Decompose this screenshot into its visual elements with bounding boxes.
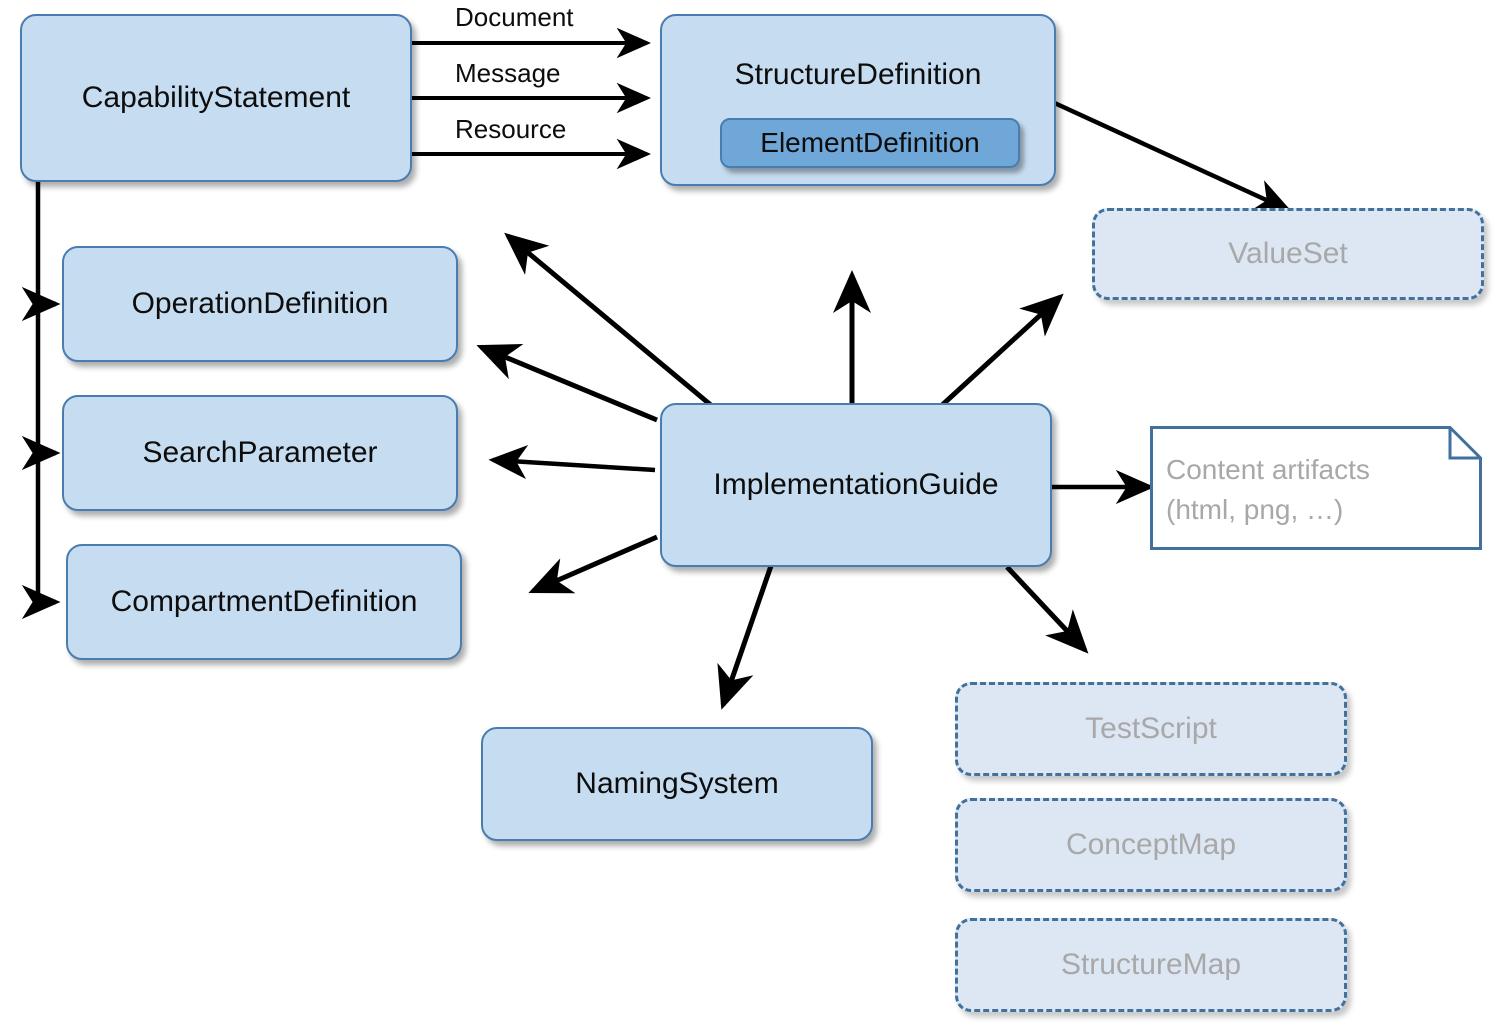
node-compartment-definition[interactable]: CompartmentDefinition (66, 544, 462, 660)
edge-label-document: Document (455, 2, 574, 32)
node-capability-statement[interactable]: CapabilityStatement (20, 14, 412, 182)
edge-ig-to-naming-system (717, 559, 776, 710)
node-element-definition[interactable]: ElementDefinition (720, 118, 1020, 168)
edge-ig-to-valueset (926, 293, 1064, 420)
edge-ig-to-search-parameter (488, 445, 656, 480)
node-implementation-guide[interactable]: ImplementationGuide (660, 403, 1052, 567)
note-shape-icon (1150, 426, 1482, 550)
node-structure-definition-label: StructureDefinition (734, 58, 982, 91)
node-naming-system[interactable]: NamingSystem (481, 727, 873, 841)
edge-ig-to-compartment-definition (528, 534, 658, 594)
node-value-set[interactable]: ValueSet (1092, 208, 1484, 300)
edge-capability-to-left-column (21, 182, 61, 620)
node-test-script[interactable]: TestScript (955, 682, 1347, 776)
node-concept-map[interactable]: ConceptMap (955, 798, 1347, 892)
edge-label-message: Message (455, 58, 561, 88)
node-operation-definition[interactable]: OperationDefinition (62, 246, 458, 362)
edge-ig-to-structure-definition (504, 232, 714, 408)
node-content-artifacts[interactable]: Content artifacts (html, png, …) (1150, 426, 1482, 550)
node-search-parameter[interactable]: SearchParameter (62, 395, 458, 511)
node-content-artifacts-label: Content artifacts (html, png, …) (1166, 454, 1370, 525)
edge-ig-to-test-script (1005, 565, 1089, 654)
edge-ig-to-operation-definition (476, 344, 658, 423)
node-structure-map[interactable]: StructureMap (955, 918, 1347, 1012)
edge-label-resource: Resource (455, 114, 567, 144)
edge-structure-to-valueset (1047, 97, 1293, 213)
